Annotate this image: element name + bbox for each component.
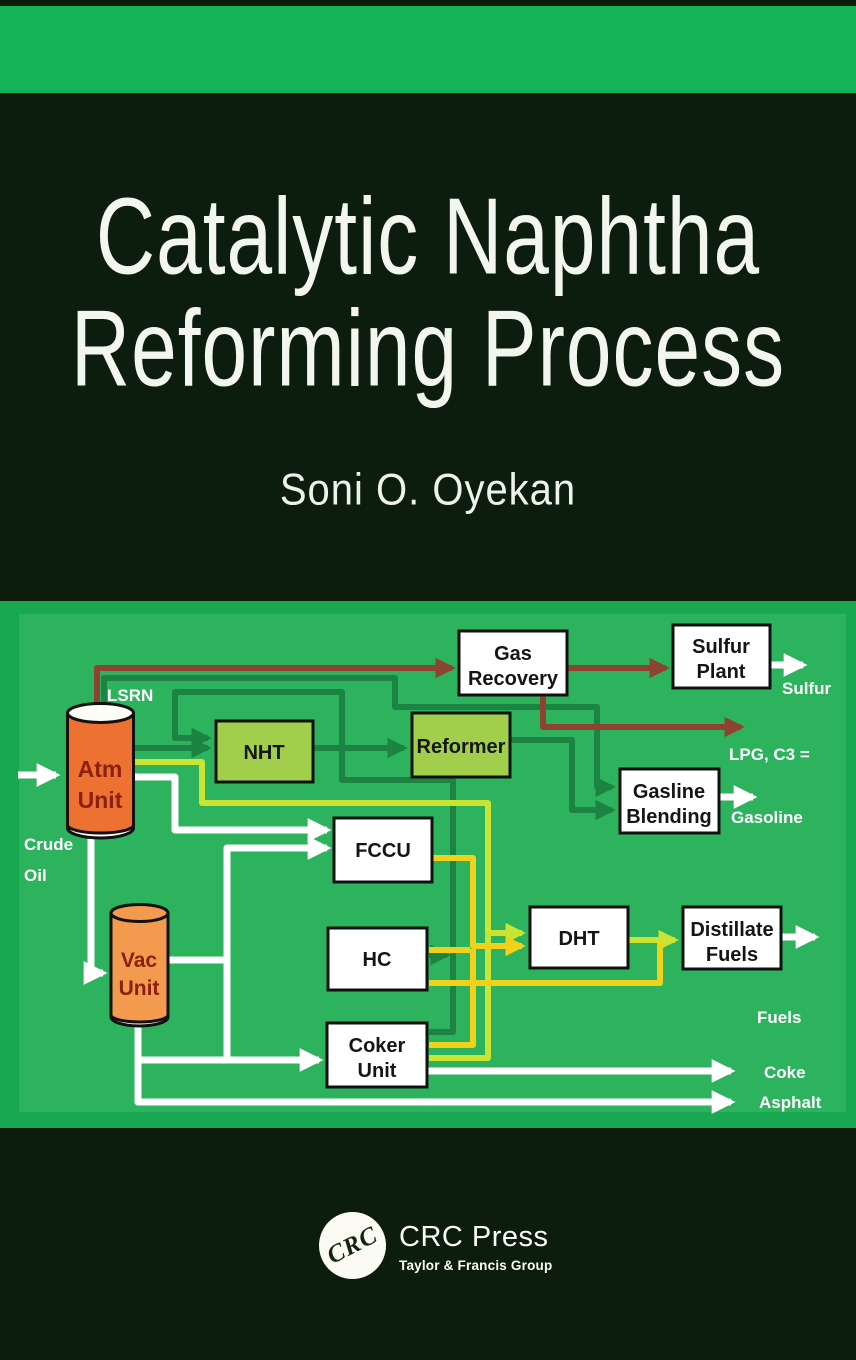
crc-logo-monogram: CRC [322,1221,383,1270]
hc-label: HC [363,949,392,971]
author-name: Soni O. Oyekan [279,465,577,515]
atm-overhead-to-gas-recovery-line [94,657,456,719]
fccu-to-dht-line [430,855,526,957]
distillate-fuels-box: Distillate Fuels [681,905,783,971]
crc-logo: CRC [319,1212,386,1279]
gas-recovery-box: Gas Recovery [457,629,569,697]
chartreuse-streams [130,759,679,1061]
coker-stream-riser-line [429,935,491,1061]
lpg-c3-line [540,695,745,738]
gasline-blending-label-1: Gasline [633,781,705,803]
atm-to-fccu-line [130,773,332,842]
vac-unit-label-2: Unit [119,977,160,1000]
coke-label: Coke [764,1063,806,1082]
atm-unit-label-1: Atm [78,756,123,782]
vac-to-fccu-line [223,836,332,1060]
hc-bottoms-to-distillate-line [429,943,663,986]
gasoline-label: Gasoline [731,808,803,827]
dark-green-streams [101,675,616,1035]
sulfur-stream-label: Sulfur [782,679,831,698]
coker-unit-label-2: Unit [358,1060,397,1082]
dht-box: DHT [528,905,630,970]
coker-naphtha-to-nht-line [172,689,456,1035]
white-streams [18,653,820,1114]
cover-top-green-bar [0,6,856,93]
asphalt-label: Asphalt [759,1093,822,1112]
crude-label-2: Oil [24,866,47,885]
yellow-streams [429,855,663,1048]
reformer-label: Reformer [417,736,506,758]
crude-label-1: Crude [24,835,73,854]
publisher-name: CRC Press [399,1221,549,1253]
atm-unit-vessel: Atm Unit [66,702,135,840]
nht-box: NHT [214,719,315,784]
lsrn-to-gasline-blending-line [101,675,616,798]
coker-unit-box: Coker Unit [325,1021,429,1089]
title-line-2: Reforming Process [70,289,786,410]
fuels-label: Fuels [757,1008,801,1027]
publisher-block: CRC Press Taylor & Francis Group [399,1221,552,1273]
distillate-fuels-label-1: Distillate [690,919,773,941]
vac-resid-asphalt-line [134,1016,736,1114]
fccu-box: FCCU [332,816,434,884]
gas-recovery-label-2: Recovery [468,668,559,690]
lpg-label: LPG, C3 = [729,745,810,764]
distillate-fuels-label-2: Fuels [706,944,758,966]
coker-unit-label-1: Coker [349,1035,406,1057]
gasline-blending-label-2: Blending [626,806,712,828]
atm-kero-to-dht-line [130,759,526,944]
stream-labels: LSRN Crude Oil Sulfur LPG, C3 = Gasoline… [24,679,831,1112]
atm-unit-label-2: Unit [78,787,123,813]
fccu-label: FCCU [355,840,411,862]
reformer-to-gasline-blending-line [510,737,616,821]
lsrn-label: LSRN [107,686,153,705]
dht-label: DHT [558,928,599,950]
sulfur-plant-label-2: Plant [697,661,746,683]
refinery-flow-diagram: Atm Unit Vac Unit NHT Reformer Gas Recov… [0,601,856,1128]
gas-recovery-label-1: Gas [494,643,532,665]
publisher-tagline: Taylor & Francis Group [399,1258,553,1273]
nht-label: NHT [243,742,284,764]
hc-box: HC [326,926,429,992]
vac-unit-label-1: Vac [121,949,158,972]
vac-unit-vessel: Vac Unit [109,903,170,1028]
title-line-1: Catalytic Naphtha [95,177,761,298]
gasline-blending-box: Gasline Blending [618,767,721,835]
brown-streams [94,657,745,738]
sulfur-plant-label-1: Sulfur [692,636,750,658]
sulfur-plant-box: Sulfur Plant [671,623,772,690]
atm-bottoms-to-vac-line [83,833,108,985]
book-title: Catalytic Naphtha Reforming Process [0,177,856,409]
reformer-box: Reformer [410,711,512,779]
